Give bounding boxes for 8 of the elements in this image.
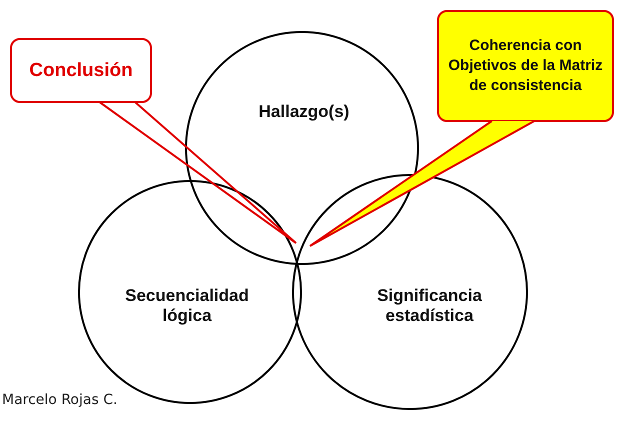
circle-label: Hallazgo(s): [258, 102, 350, 122]
author-credit: Marcelo Rojas C.: [2, 392, 118, 408]
callout-text: Conclusión: [28, 58, 134, 83]
circle-label: Significancia estadística: [376, 286, 483, 326]
circle-label: Secuencialidad lógica: [124, 286, 250, 326]
callout-box: [10, 38, 152, 103]
callout-text: Coherencia con Objetivos de la Matriz de consistencia: [447, 36, 604, 96]
callout-box: [437, 10, 614, 122]
